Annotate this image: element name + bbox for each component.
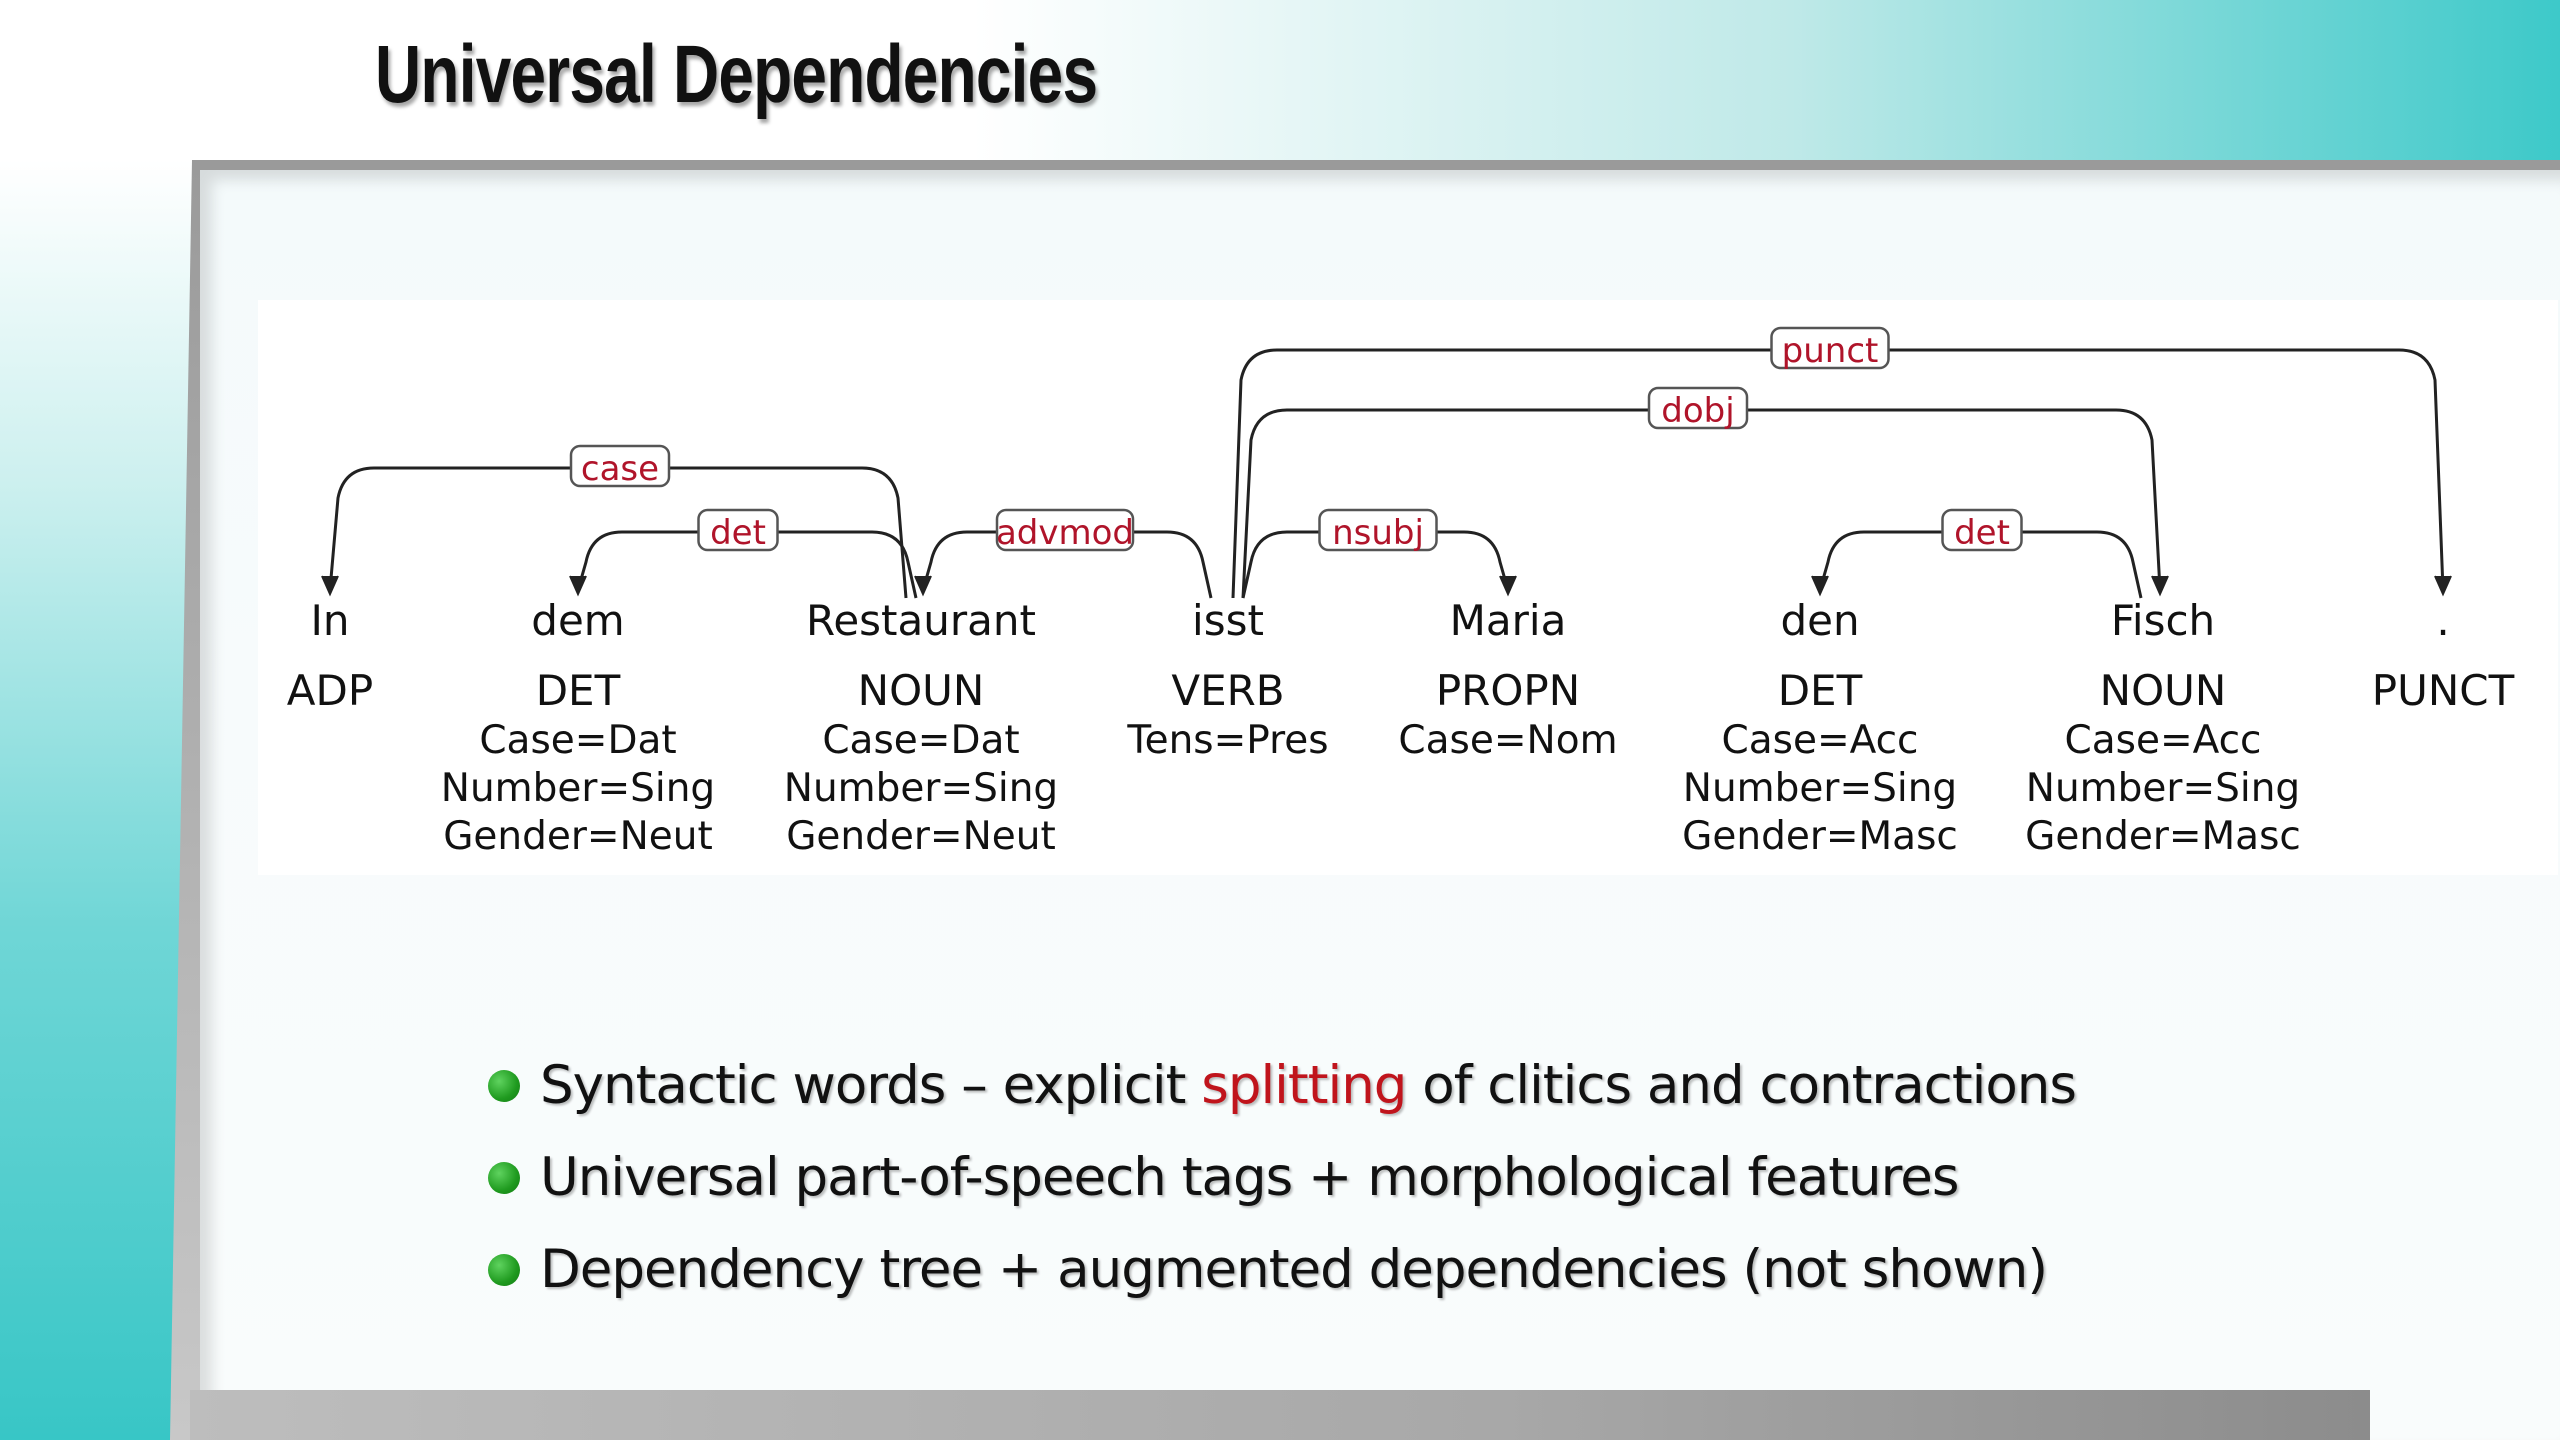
- bottom-bar: [190, 1390, 2370, 1440]
- dependency-label: det: [710, 513, 766, 553]
- token-pos-tag: DET: [536, 666, 621, 715]
- bullet-text: Dependency tree + augmented dependencies…: [540, 1239, 2048, 1300]
- dependency-arc: [1241, 408, 2162, 599]
- bullet-text-end: of clitics and contractions: [1406, 1055, 2077, 1116]
- token-feature: Number=Sing: [441, 766, 715, 811]
- arrowhead-icon: [1499, 575, 1517, 597]
- arrowhead-icon: [914, 575, 932, 597]
- token-pos-tag: NOUN: [2100, 666, 2227, 715]
- token-word: In: [310, 596, 349, 645]
- token-feature: Gender=Neut: [443, 814, 713, 859]
- dependency-label: case: [581, 449, 659, 489]
- bullet-item: Universal part-of-speech tags + morpholo…: [480, 1132, 2076, 1224]
- dependency-label: det: [1954, 513, 2010, 553]
- left-decoration: [0, 160, 200, 1440]
- token-feature: Case=Acc: [1722, 718, 1919, 763]
- arrowhead-icon: [569, 575, 587, 597]
- bullet-text: Syntactic words – explicit: [540, 1055, 1202, 1116]
- token-feature: Case=Dat: [822, 718, 1019, 763]
- token-feature: Gender=Masc: [2025, 814, 2301, 859]
- dependency-arc: [1231, 348, 2445, 599]
- dependency-label: punct: [1782, 331, 1879, 371]
- bullet-highlight: splitting: [1201, 1055, 1407, 1116]
- dependency-label: advmod: [996, 513, 1134, 553]
- token-feature: Number=Sing: [2026, 766, 2300, 811]
- token-word: den: [1780, 596, 1859, 645]
- token-feature: Case=Dat: [479, 718, 676, 763]
- arrowhead-icon: [2434, 575, 2452, 597]
- bullet-item: Dependency tree + augmented dependencies…: [480, 1224, 2076, 1316]
- token-word: Maria: [1450, 596, 1567, 645]
- arrowhead-icon: [1811, 575, 1829, 597]
- bullet-dot-icon: [488, 1162, 520, 1194]
- token-pos-tag: DET: [1778, 666, 1863, 715]
- dependency-label-box: [697, 508, 779, 552]
- token-word: dem: [531, 596, 624, 645]
- bullet-dot-icon: [488, 1254, 520, 1286]
- dependency-label-box: [1770, 326, 1890, 370]
- token-pos-tag: NOUN: [858, 666, 985, 715]
- arrowhead-icon: [321, 575, 339, 597]
- token-word: Fisch: [2111, 596, 2215, 645]
- token-feature: Case=Acc: [2065, 718, 2262, 763]
- bullet-dot-icon: [488, 1070, 520, 1102]
- token-pos-tag: VERB: [1171, 666, 1284, 715]
- token-pos-tag: ADP: [287, 666, 373, 715]
- dependency-label-box: [1941, 508, 2023, 552]
- token-word: Restaurant: [806, 596, 1036, 645]
- token-feature: Gender=Neut: [786, 814, 1056, 859]
- bullet-item: Syntactic words – explicit splitting of …: [480, 1040, 2077, 1132]
- dependency-label-box: [1647, 386, 1749, 430]
- token-feature: Number=Sing: [1683, 766, 1957, 811]
- token-pos-tag: PROPN: [1436, 666, 1580, 715]
- arrowhead-icon: [2151, 575, 2169, 597]
- token-pos-tag: PUNCT: [2372, 666, 2515, 715]
- token-feature: Tens=Pres: [1126, 718, 1328, 763]
- dependency-label-box: [569, 444, 671, 488]
- token-word: isst: [1192, 596, 1264, 645]
- token-feature: Gender=Masc: [1682, 814, 1958, 859]
- bullet-text: Universal part-of-speech tags + morpholo…: [540, 1147, 1959, 1208]
- token-feature: Number=Sing: [784, 766, 1058, 811]
- token-feature: Case=Nom: [1398, 718, 1617, 763]
- token-word: .: [2436, 596, 2449, 645]
- dependency-label-box: [1318, 508, 1438, 552]
- slide-title: Universal Dependencies: [375, 29, 1098, 120]
- dependency-label-box: [995, 508, 1135, 552]
- dependency-label: nsubj: [1332, 513, 1424, 553]
- dependency-label: dobj: [1661, 391, 1734, 431]
- bullet-list: Syntactic words – explicit splitting of …: [480, 1040, 2077, 1316]
